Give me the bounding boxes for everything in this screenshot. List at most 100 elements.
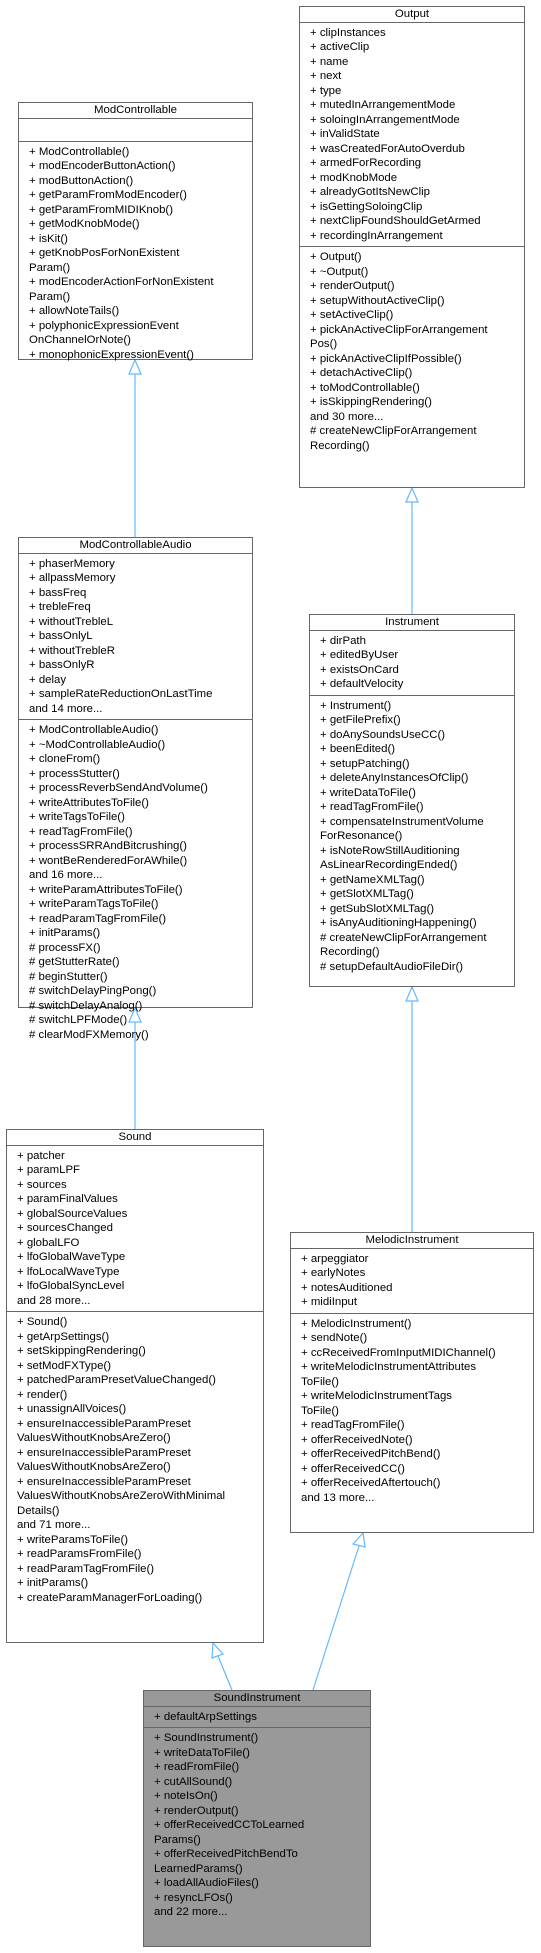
operation-line: Recording() [310,439,370,452]
operation-line: + modEncoderButtonAction() [29,160,176,172]
attribute-line: + inValidState [310,128,380,140]
operation-line: + polyphonicExpressionEvent [29,319,179,332]
operation-line: + compensateInstrumentVolume [320,815,484,828]
operation-line: + ~ModControllableAudio() [29,738,166,751]
operation-line: + writeParamsToFile() [17,1533,129,1546]
operation-line: + ~Output() [310,265,369,278]
attributes-section: + patcher+ paramLPF+ sources+ paramFinal… [7,1146,263,1312]
operation-line: Pos() [310,338,338,350]
operation-line: # createNewClipForArrangement [320,931,487,944]
operations-section: + Instrument()+ getFilePrefix()+ doAnySo… [310,696,514,978]
operation-line: Param() [29,290,71,303]
operation-line: + readTagFromFile() [301,1419,405,1431]
operation-line: + setModFXType() [17,1359,112,1372]
attribute-line: + earlyNotes [301,1267,366,1279]
operation-line: + unassignAllVoices() [17,1403,127,1415]
attribute-line: + alreadyGotItsNewClip [310,186,430,198]
operations-section: + SoundInstrument() + writeDataToFile() + … [144,1728,370,1923]
attribute-line: + phaserMemory [29,557,115,570]
operation-line: + writeDataToFile() [154,1746,250,1759]
operation-line: + resyncLFOs() [154,1891,233,1904]
attribute-line: + allpassMemory [29,572,116,584]
operation-line: + renderOutput() [310,280,395,292]
operations-section: + Output()+ ~Output()+ renderOutput()+ s… [300,247,524,456]
operation-line: # switchDelayPingPong() [29,985,157,997]
operations-section: + Sound()+ getArpSettings()+ setSkipping… [7,1312,263,1608]
attribute-line: + name [310,55,349,68]
operation-line: + renderOutput() [154,1804,239,1817]
operation-line: + noteIsOn() [154,1790,218,1802]
operation-line: and 16 more... [29,869,103,881]
operation-line: + getModKnobMode() [29,218,140,230]
class-box-instrument[interactable]: Instrument + dirPath+ editedByUser+ exis… [309,614,515,987]
class-box-output[interactable]: Output + clipInstances + activeClip + name… [299,6,525,488]
attribute-line: + paramFinalValues [17,1193,118,1205]
operation-line: + ensureInaccessibleParamPreset [17,1475,191,1488]
attribute-line: + sampleRateReductionOnLastTime [29,688,213,700]
operation-line: # switchDelayAnalog() [29,999,143,1012]
attribute-line: + lfoGlobalSyncLevel [17,1280,125,1292]
edge-soundinstrument-to-sound [217,1655,233,1691]
class-box-modcontrollableaudio[interactable]: ModControllableAudio + phaserMemory+ all… [18,537,253,1041]
operation-line: + render() [17,1388,68,1401]
operation-line: + writeAttributesToFile() [29,796,149,809]
operation-line: + getSlotXMLTag() [320,888,414,900]
attributes-section: + phaserMemory + allpassMemory + bassFreq +… [19,554,252,720]
attribute-line: + paramLPF [17,1164,80,1176]
inheritance-arrowhead [128,358,142,375]
operation-line: LearnedParams() [154,1862,243,1875]
operation-line: + modButtonAction() [29,174,134,187]
operation-line: + writeDataToFile() [320,786,416,799]
class-box-soundinstrument[interactable]: SoundInstrument + defaultArpSettings + S… [143,1690,371,1947]
inheritance-arrowhead [405,985,419,1002]
operation-line: + setActiveClip() [310,309,394,321]
operation-line: + pickAnActiveClipForArrangement [310,323,488,336]
operation-line: + getParamFromMIDIKnob() [29,203,174,216]
operation-line: + monophonicExpressionEvent() [29,348,194,361]
operation-line: + setupWithoutActiveClip() [310,294,445,307]
class-box-sound[interactable]: Sound + patcher+ paramLPF+ sources+ para… [6,1129,264,1643]
operation-line: + offerReceivedPitchBendTo [154,1848,298,1860]
attribute-line: + activeClip [310,41,370,53]
operation-line: # processFX() [29,941,101,954]
attribute-line: + defaultVelocity [320,678,404,690]
operation-line: + writeParamAttributesToFile() [29,883,183,896]
attribute-line: + soloingInArrangementMode [310,113,460,126]
attribute-line: + defaultArpSettings [154,1710,257,1723]
operation-line: + getKnobPosForNonExistent [29,247,180,259]
attribute-line: + bassFreq [29,586,87,599]
operation-line: Param() [29,261,71,274]
operation-line: + wontBeRenderedForAWhile() [29,854,188,867]
class-box-modcontrollable[interactable]: ModControllable + ModControllable()+ mod… [18,102,253,361]
attribute-line: + bassOnlyR [29,659,95,671]
attribute-line: + notesAuditioned [301,1281,393,1294]
operation-line: + isSkippingRendering() [310,396,432,408]
attribute-line: + clipInstances [310,26,386,39]
attribute-line: + withoutTrebleL [29,615,114,628]
class-title: SoundInstrument [144,1691,370,1707]
operation-line: + SoundInstrument() [154,1732,259,1744]
operation-line: + writeParamTagsToFile() [29,898,159,910]
attribute-line: + armedForRecording [310,157,422,169]
attribute-line: + trebleFreq [29,601,91,613]
operation-line: + Sound() [17,1316,68,1328]
operation-line: # switchLPFMode() [29,1014,128,1026]
operation-line: + pickAnActiveClipIfPossible() [310,352,462,365]
attribute-line: and 14 more... [29,702,103,715]
operation-line: + readParamTagFromFile() [29,912,167,925]
attribute-line: + arpeggiator [301,1252,369,1265]
class-title: Output [300,7,524,23]
operation-line: + doAnySoundsUseCC() [320,728,446,741]
class-box-melodicinstrument[interactable]: MelodicInstrument + arpeggiator+ earlyNo… [290,1232,534,1533]
operation-line: + offerReceivedPitchBend() [301,1448,441,1460]
operation-line: ToFile() [301,1375,339,1388]
attribute-line: + editedByUser [320,649,399,661]
operation-line: ValuesWithoutKnobsAreZeroWithMinimal [17,1490,226,1502]
operation-line: + processReverbSendAndVolume() [29,782,208,794]
operation-line: + writeMelodicInstrumentTags [301,1390,452,1402]
attribute-line: + next [310,70,342,82]
operations-section: + ModControllable()+ modEncoderButtonAct… [19,142,252,366]
attribute-line: + recordingInArrangement [310,229,443,242]
operation-line: OnChannelOrNote() [29,334,131,346]
